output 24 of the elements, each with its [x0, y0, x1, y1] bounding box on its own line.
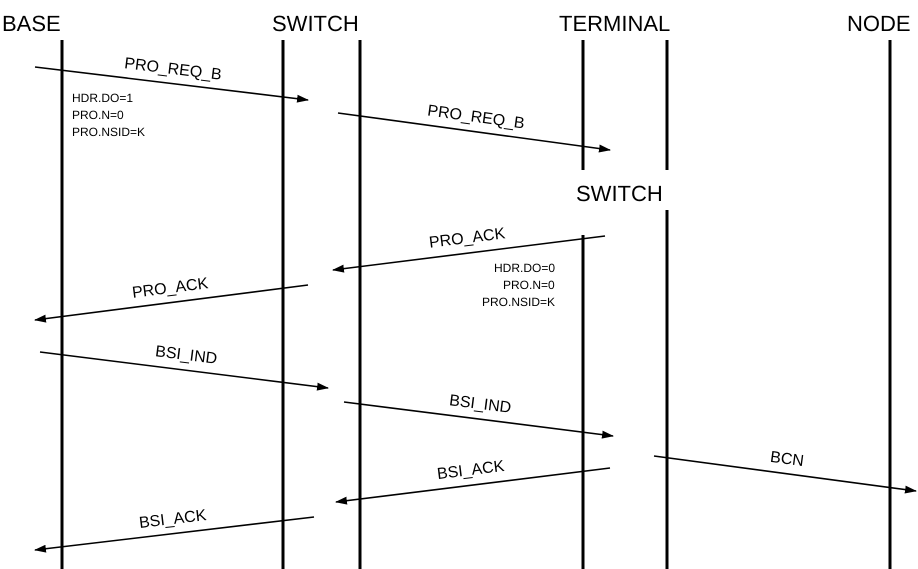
message-arrow: [332, 235, 606, 273]
message-label: BSI_IND: [154, 343, 218, 369]
parameter-note: HDR.DO=0: [494, 261, 556, 275]
message-arrow: [34, 516, 314, 553]
parameter-note: PRO.N=0: [503, 278, 555, 292]
message-label: BSI_ACK: [436, 458, 506, 484]
message-label: BSI_ACK: [138, 506, 208, 532]
message-label: PRO_ACK: [428, 225, 507, 253]
message-arrow: [40, 351, 329, 391]
message-arrow: [34, 66, 309, 103]
parameter-note: PRO.N=0: [72, 108, 124, 122]
message-label: BSI_IND: [448, 392, 512, 418]
message-arrow: [34, 284, 308, 323]
message-label: PRO_REQ_B: [426, 102, 526, 134]
parameter-note: PRO.NSID=K: [482, 295, 556, 309]
message-label: BCN: [768, 448, 805, 471]
message-arrow: [338, 112, 611, 152]
parameter-note: HDR.DO=1: [72, 91, 134, 105]
message-label: PRO_ACK: [130, 274, 210, 302]
message-label: PRO_REQ_B: [123, 54, 223, 84]
message-arrow: [344, 401, 614, 439]
message-arrow: [654, 455, 917, 494]
parameter-note: PRO.NSID=K: [72, 125, 146, 139]
message-arrow: [335, 467, 610, 505]
